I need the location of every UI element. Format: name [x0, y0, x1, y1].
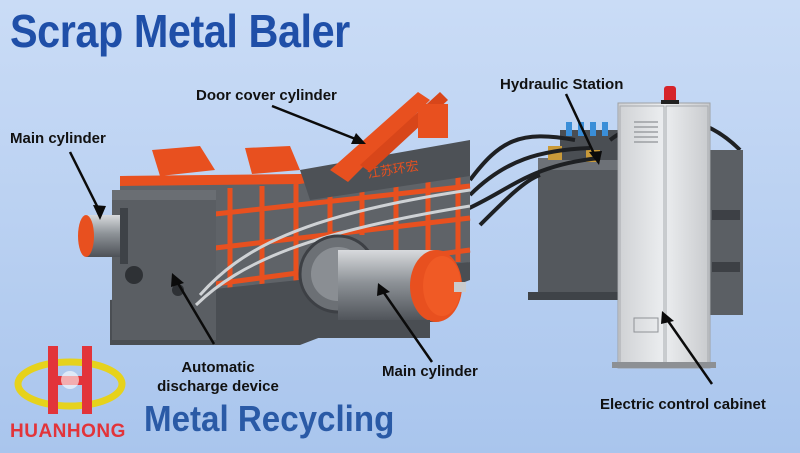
label-electric-control-cabinet: Electric control cabinet	[600, 396, 766, 413]
page-title: Scrap Metal Baler	[10, 5, 350, 57]
label-door-cover-cylinder: Door cover cylinder	[196, 87, 337, 104]
brand-name: HUANHONG	[10, 421, 126, 442]
label-automatic-discharge-device: Automatic discharge device	[148, 358, 288, 396]
label-hydraulic-station: Hydraulic Station	[500, 76, 624, 93]
label-automatic-line: Automatic	[181, 359, 255, 376]
callout-arrows	[68, 93, 714, 385]
electric-control-cabinet	[612, 86, 743, 369]
hydraulic-station	[528, 122, 632, 300]
brand-slogan: Metal Recycling	[144, 398, 395, 439]
label-main-cylinder-front: Main cylinder	[382, 363, 478, 380]
label-discharge-device-line: discharge device	[157, 378, 279, 395]
huanhong-logo-icon	[14, 346, 126, 414]
door-cover-cylinder	[330, 92, 448, 182]
label-main-cylinder-left: Main cylinder	[10, 130, 106, 147]
main-cylinder-front	[298, 234, 466, 338]
main-cylinder-left	[78, 208, 128, 264]
